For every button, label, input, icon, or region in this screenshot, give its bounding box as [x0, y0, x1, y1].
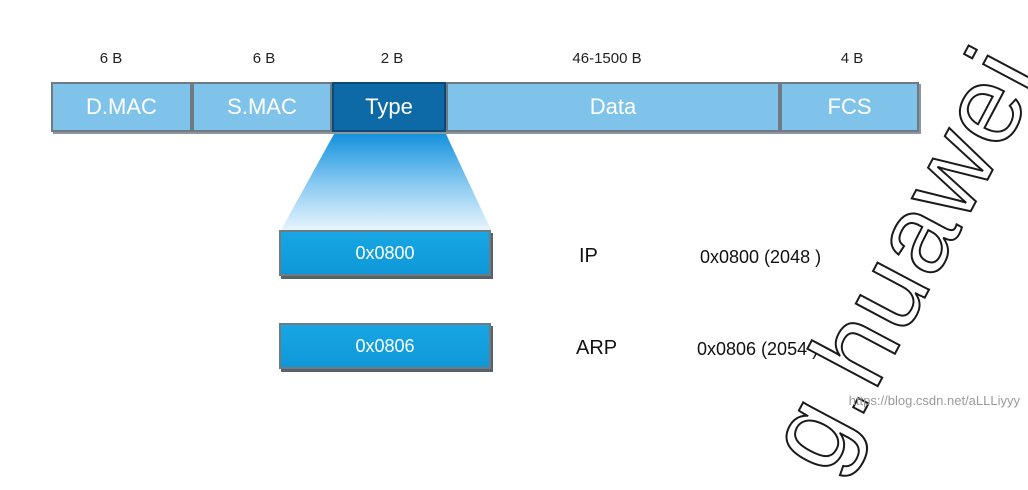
type-code-ip: 0x0800 — [279, 230, 491, 276]
protocol-value-arp: 0x0806 (2054 ) — [697, 339, 819, 359]
size-label-data: 46-1500 B — [572, 50, 642, 67]
field-smac: S.MAC — [192, 82, 332, 132]
protocol-value-ip: 0x0800 (2048 ) — [700, 247, 822, 267]
size-label-fcs: 4 B — [840, 50, 864, 67]
field-type: Type — [332, 82, 446, 132]
field-data: Data — [446, 82, 780, 132]
url-watermark: https://blog.csdn.net/aLLLiyyy — [848, 393, 1020, 408]
protocol-label-ip: IP — [579, 245, 598, 267]
size-label-type: 2 B — [380, 50, 404, 67]
protocol-label-arp: ARP — [576, 337, 618, 359]
size-label-smac: 6 B — [252, 50, 276, 67]
field-fcs: FCS — [780, 82, 919, 132]
field-dmac: D.MAC — [51, 82, 192, 132]
type-code-arp: 0x0806 — [279, 323, 491, 369]
type-expansion-funnel — [281, 134, 491, 230]
size-label-dmac: 6 B — [99, 50, 123, 67]
